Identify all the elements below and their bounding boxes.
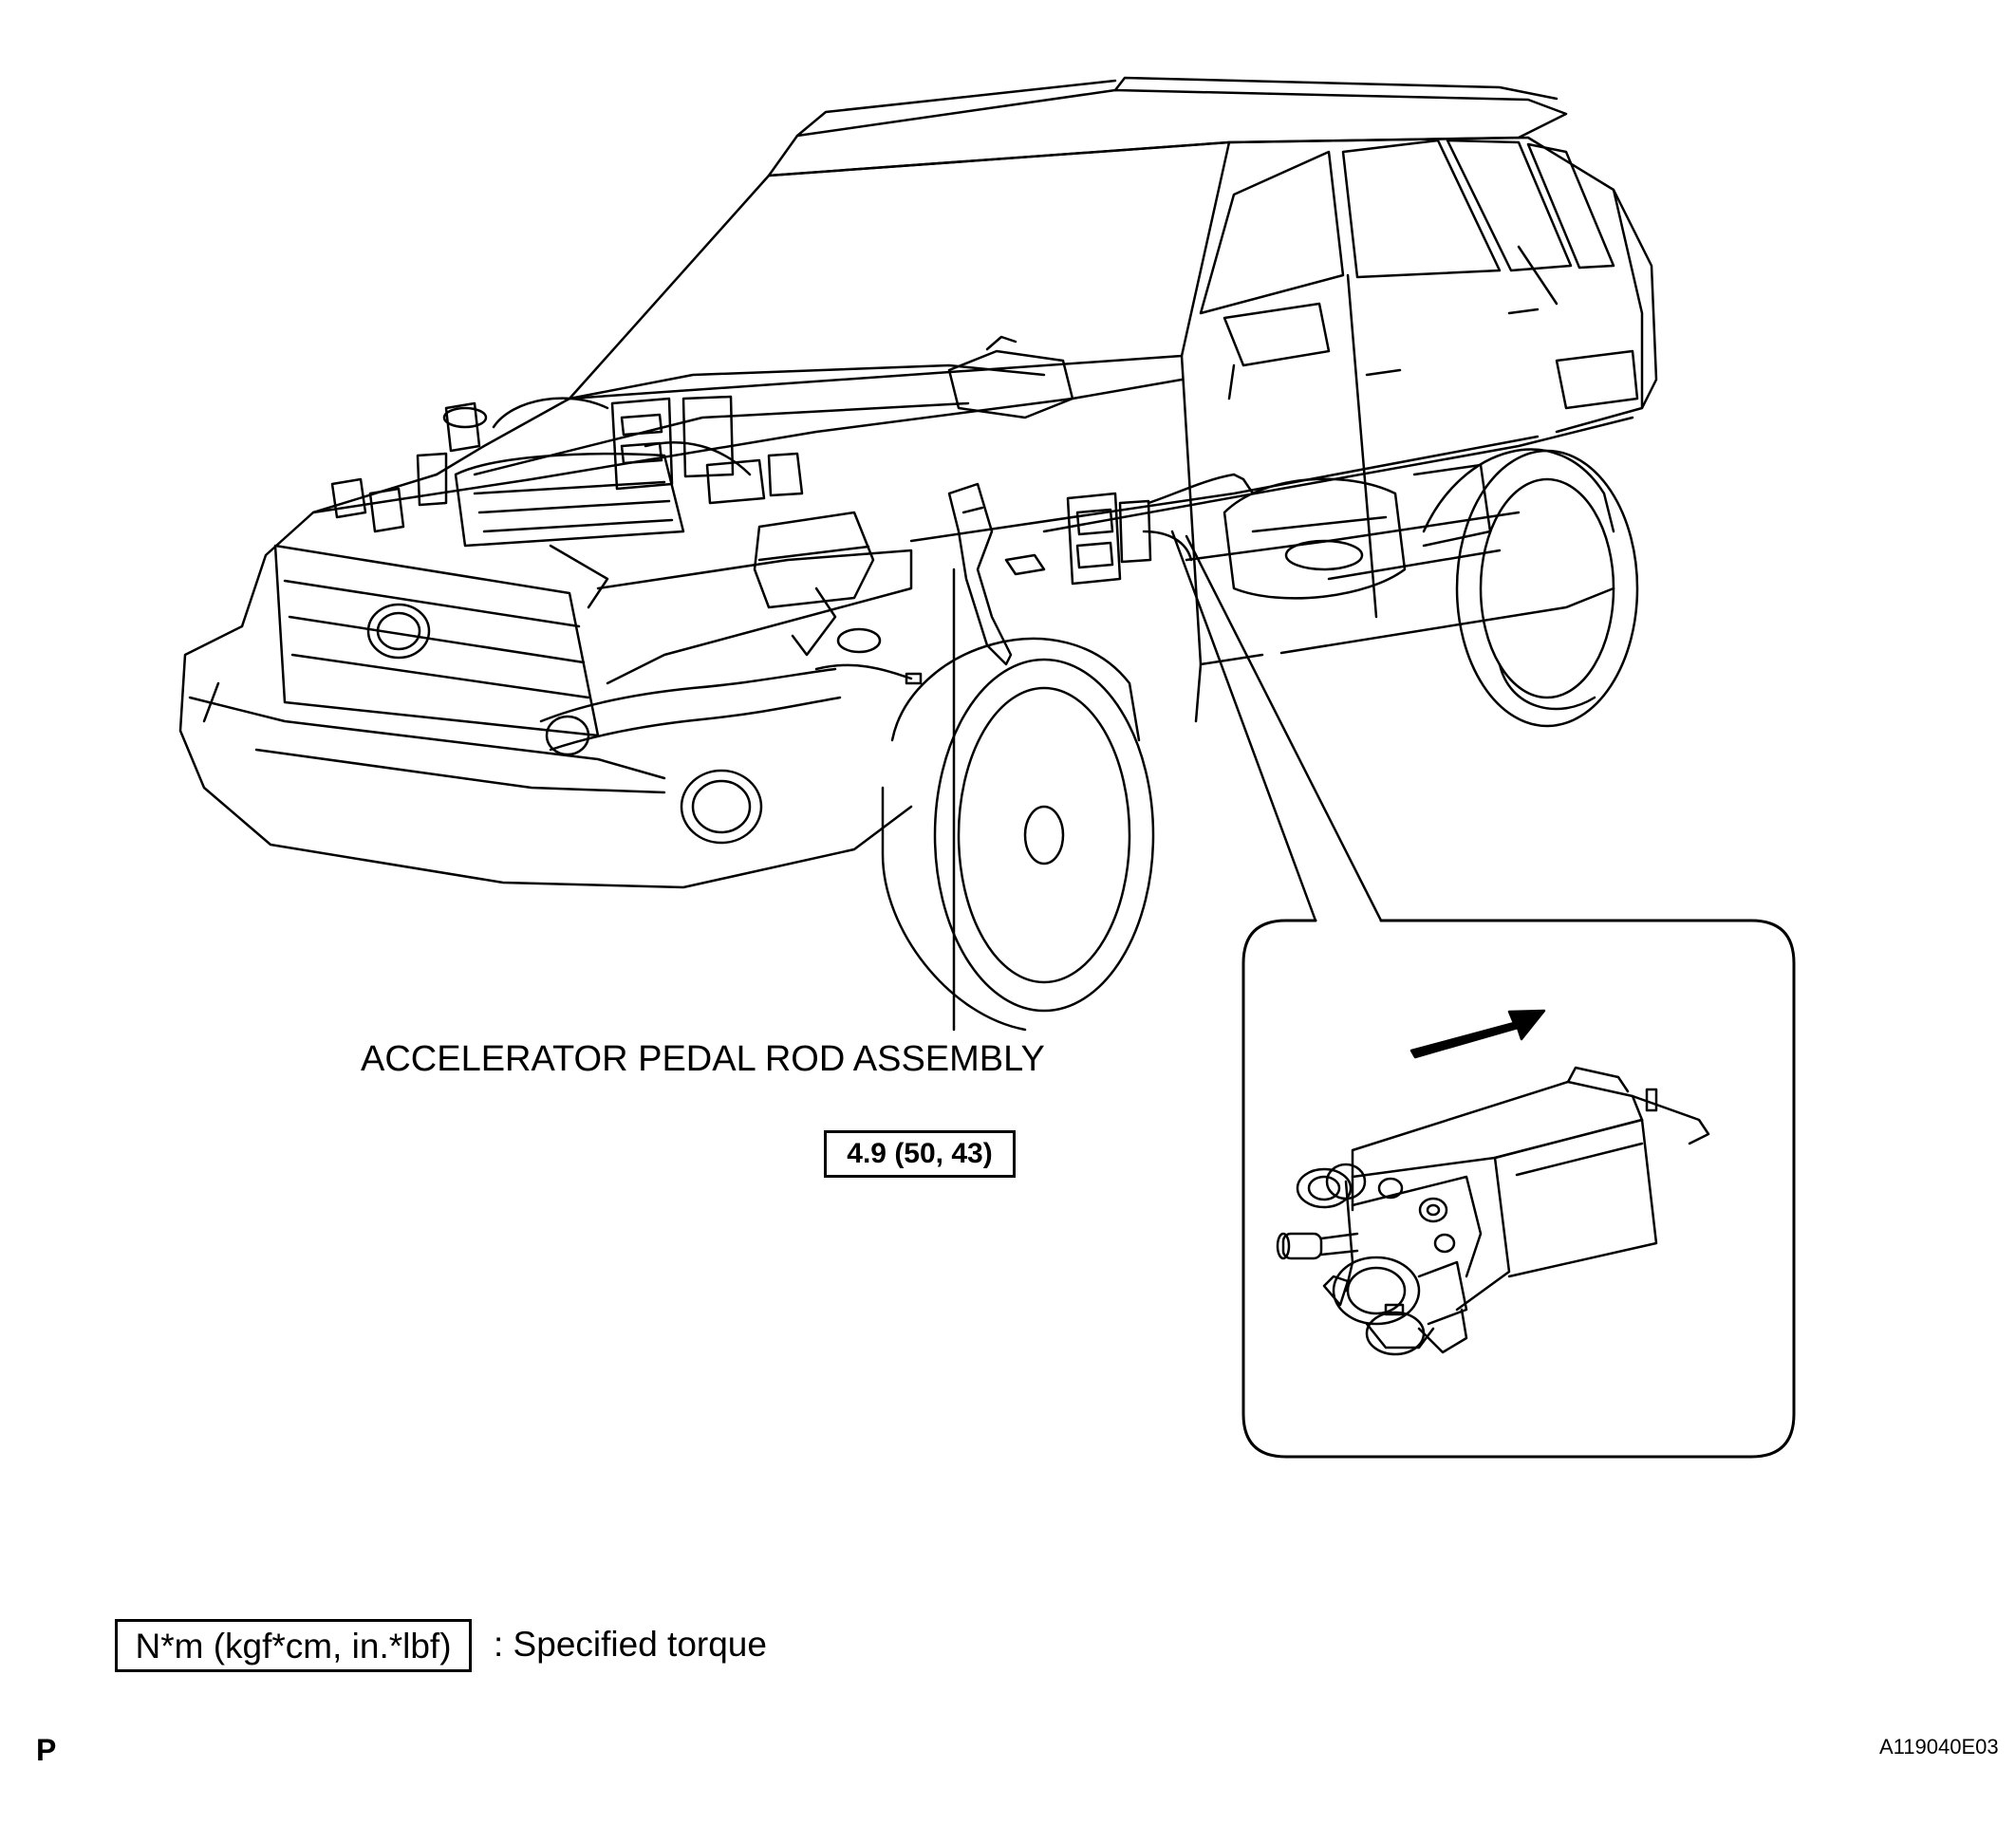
page-section-letter: P xyxy=(36,1733,57,1767)
direction-arrow-icon xyxy=(1409,1009,1546,1059)
torque-spec-box: 4.9 (50, 43) xyxy=(824,1130,1016,1178)
vehicle-outline-icon xyxy=(178,76,1658,1032)
canister-detail-inset xyxy=(1170,530,1796,1459)
accelerator-pedal-icon xyxy=(947,482,1013,666)
accelerator-pedal-rod-assembly-label: ACCELERATOR PEDAL ROD ASSEMBLY xyxy=(361,1039,1045,1079)
torque-legend-description: : Specified torque xyxy=(494,1625,767,1664)
figure-code: A119040E03 xyxy=(1879,1735,1999,1759)
charcoal-canister-icon xyxy=(1276,1066,1710,1356)
torque-unit-legend-box: N*m (kgf*cm, in.*lbf) xyxy=(115,1619,472,1672)
